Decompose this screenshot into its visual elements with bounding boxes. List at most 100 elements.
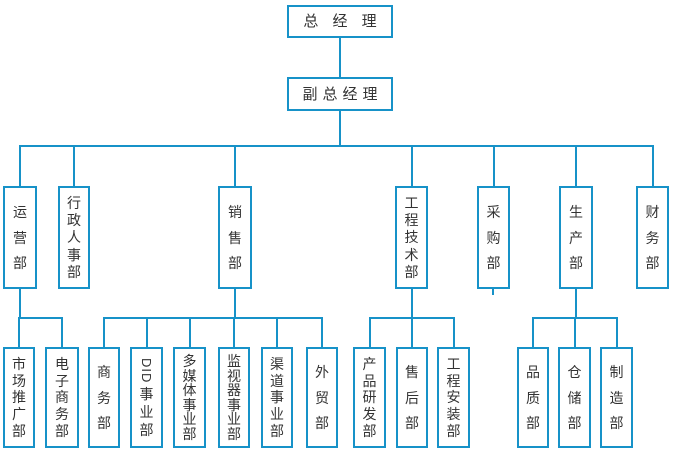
org-node-char: 营 [13, 229, 27, 246]
org-node-char: 研 [362, 389, 377, 406]
connector-parent-drop [339, 111, 341, 145]
org-node-char: 务 [97, 389, 111, 406]
connector-child-drop [411, 317, 413, 347]
org-node-char: 场 [12, 372, 26, 389]
org-node-char: 销 [228, 203, 242, 220]
org-node-chanpin: 产品研发部 [353, 347, 386, 448]
connector-parent-drop [234, 289, 236, 317]
org-node-char: 市 [12, 355, 26, 372]
org-node-char: 事 [139, 386, 154, 403]
org-node-deputy-gm: 副总经理 [287, 77, 393, 111]
org-node-gm: 总 经 理 [287, 5, 393, 38]
org-node-char: 部 [227, 425, 241, 442]
org-node-char: 技 [404, 229, 419, 246]
connector-parent-drop [339, 38, 341, 57]
org-node-char: 部 [404, 263, 419, 280]
org-node-char: 程 [446, 372, 461, 389]
org-node-char: 部 [270, 423, 284, 440]
org-node-jianshiqi: 监视器事业部 [218, 347, 250, 448]
org-node-char: 储 [567, 389, 582, 406]
org-node-char: 生 [569, 203, 583, 220]
org-node-char: 部 [405, 414, 419, 431]
connector-child-drop [575, 145, 577, 186]
org-node-char: 人 [67, 229, 81, 246]
org-node-char: 推 [12, 389, 26, 406]
org-node-char: 多 [182, 353, 197, 370]
org-node-char: 购 [486, 229, 501, 246]
org-node-yunying: 运营部 [3, 186, 37, 289]
org-node-char: 业 [270, 406, 284, 423]
org-node-char: 外 [315, 364, 329, 381]
org-node-char: DID [139, 357, 154, 384]
org-node-char: 造 [609, 389, 624, 406]
org-node-char: 子 [55, 372, 69, 389]
org-node-char: 器 [227, 382, 241, 399]
org-node-char: 部 [182, 425, 197, 442]
connector-child-drop [493, 145, 495, 186]
org-node-shengchan: 生产部 [559, 186, 593, 289]
org-node-char: 行 [67, 195, 81, 212]
org-node-char: 监 [227, 353, 241, 370]
org-node-char: 事 [227, 396, 241, 413]
org-node-char: 部 [228, 255, 242, 272]
org-node-char: 商 [97, 364, 111, 381]
org-node-char: 产 [569, 229, 583, 246]
connector-child-drop [453, 317, 455, 347]
connector-parent-drop [19, 289, 21, 317]
org-node-char: 部 [446, 423, 461, 440]
org-node-char: 后 [405, 389, 419, 406]
org-node-qudao: 渠道事业部 [261, 347, 293, 448]
connector-child-drop [18, 317, 20, 347]
org-node-char: 部 [609, 414, 624, 431]
org-node-caiwu: 财务部 [636, 186, 669, 289]
connector-child-drop [276, 317, 278, 347]
org-node-char: 发 [362, 406, 377, 423]
org-node-char: 产 [362, 355, 377, 372]
org-node-char: 电 [55, 355, 69, 372]
org-node-char: 业 [182, 411, 197, 428]
org-node-char: 贸 [315, 389, 329, 406]
org-node-char: 业 [227, 411, 241, 428]
org-node-char: 品 [362, 372, 377, 389]
connector-child-drop [411, 145, 413, 186]
org-node-char: 道 [270, 372, 284, 389]
org-node-char: 体 [182, 382, 197, 399]
org-node-char: 部 [315, 414, 329, 431]
org-node-label: 总 经 理 [303, 13, 382, 30]
connector-child-drop [103, 317, 105, 347]
org-node-char: 品 [526, 364, 540, 381]
org-node-char: 装 [446, 406, 461, 423]
org-node-char: 事 [270, 389, 284, 406]
org-node-char: 术 [404, 246, 419, 263]
org-node-char: 部 [139, 422, 154, 439]
connector-parent-drop [411, 289, 413, 317]
connector-child-drop [339, 57, 341, 77]
connector-child-drop [61, 317, 63, 347]
org-node-char: 质 [526, 389, 540, 406]
org-node-char: 商 [55, 389, 69, 406]
org-node-char: 部 [13, 255, 27, 272]
connector-child-drop [233, 317, 235, 347]
org-node-char: 部 [526, 414, 540, 431]
org-node-char: 务 [645, 229, 660, 246]
org-node-shichang: 市场推广部 [3, 347, 35, 448]
connector-bus [18, 317, 63, 319]
org-node-caigou: 采购部 [477, 186, 510, 289]
org-node-pinzhi: 品质部 [517, 347, 549, 448]
org-node-shouhou: 售后部 [396, 347, 428, 448]
org-node-xingzheng: 行政人事部 [58, 186, 90, 289]
org-node-zhizao: 制造部 [600, 347, 633, 448]
org-node-char: 媒 [182, 367, 197, 384]
connector-bus [19, 145, 654, 147]
org-node-dianzi: 电子商务部 [45, 347, 79, 448]
org-node-char: 事 [67, 246, 81, 263]
org-node-shangwu: 商务部 [88, 347, 120, 448]
org-node-char: 售 [405, 364, 419, 381]
connector-child-drop [321, 317, 323, 347]
org-node-char: 事 [182, 396, 197, 413]
connector-parent-drop [575, 289, 577, 317]
org-node-gongjishu: 工程技术部 [395, 186, 428, 289]
org-node-char: 部 [12, 423, 26, 440]
org-node-char: 部 [567, 414, 582, 431]
